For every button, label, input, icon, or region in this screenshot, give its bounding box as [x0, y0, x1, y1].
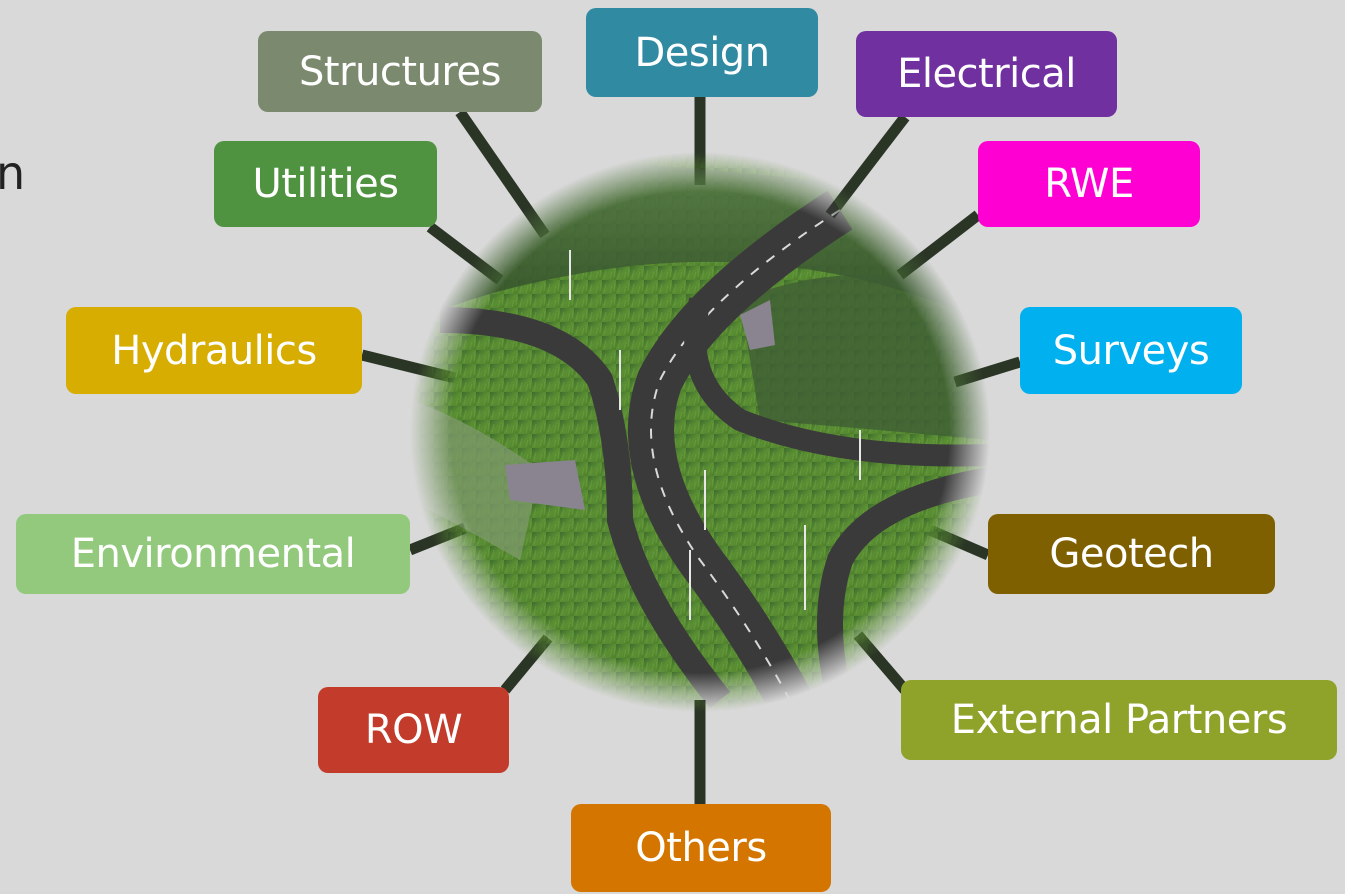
- node-surveys-label: Surveys: [1052, 327, 1210, 374]
- node-surveys: Surveys: [1020, 307, 1242, 394]
- node-structures-label: Structures: [299, 48, 501, 95]
- node-environmental: Environmental: [16, 514, 410, 594]
- node-hydraulics-label: Hydraulics: [111, 327, 317, 374]
- node-utilities-label: Utilities: [252, 161, 399, 207]
- node-others-label: Others: [635, 825, 767, 871]
- node-geotech: Geotech: [988, 514, 1275, 594]
- node-external-partners-label: External Partners: [950, 697, 1288, 743]
- node-hydraulics: Hydraulics: [66, 307, 362, 394]
- node-structures: Structures: [258, 31, 542, 112]
- node-design: Design: [586, 8, 818, 97]
- node-geotech-label: Geotech: [1049, 531, 1214, 577]
- cropped-text-fragment: n: [0, 146, 26, 200]
- node-external-partners: External Partners: [901, 680, 1337, 760]
- node-electrical: Electrical: [856, 31, 1117, 117]
- node-row-label: ROW: [364, 707, 463, 753]
- node-design-label: Design: [634, 29, 770, 76]
- node-rwe: RWE: [978, 141, 1200, 227]
- road-interchange-image: [400, 140, 1000, 731]
- node-row: ROW: [318, 687, 509, 773]
- node-others: Others: [571, 804, 831, 892]
- node-environmental-label: Environmental: [70, 531, 356, 577]
- node-electrical-label: Electrical: [897, 51, 1076, 97]
- node-utilities: Utilities: [214, 141, 437, 227]
- node-rwe-label: RWE: [1044, 161, 1134, 207]
